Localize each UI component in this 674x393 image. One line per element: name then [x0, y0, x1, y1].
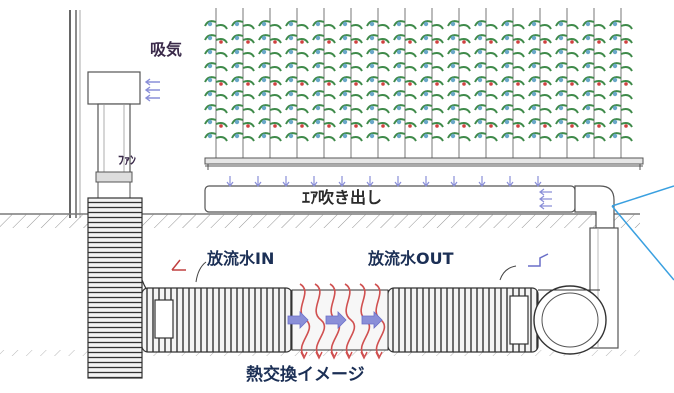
- plant: [501, 8, 525, 158]
- discharge-out-marker: [528, 253, 549, 267]
- plant: [366, 8, 390, 158]
- vertical-corrugated-pipe: [87, 197, 161, 379]
- plant: [393, 8, 417, 158]
- intake-arrows: [144, 78, 160, 102]
- plant: [312, 8, 336, 158]
- discharge-in-leader: [195, 261, 207, 283]
- plant: [339, 8, 363, 158]
- plant: [204, 8, 228, 158]
- discharge-in-label: 放流水IN: [207, 249, 275, 268]
- plant: [528, 8, 552, 158]
- fan-label: ﾌｧﾝ: [118, 153, 137, 167]
- intake-label: 吸気: [150, 40, 183, 59]
- flow-arrows: [287, 311, 383, 329]
- plant: [420, 8, 444, 158]
- discharge-out-label: 放流水OUT: [368, 249, 454, 268]
- plant: [555, 8, 579, 158]
- plant: [474, 8, 498, 158]
- tomato-plants: [204, 8, 633, 158]
- intake-duct: [87, 71, 141, 199]
- plant: [258, 8, 282, 158]
- plant: [582, 8, 606, 158]
- plant: [447, 8, 471, 158]
- discharge-out-leader: [499, 265, 517, 281]
- building-wall: [69, 10, 81, 218]
- air-outlet-label: ｴｱ吹き出し: [302, 188, 383, 207]
- discharge-in-marker: [171, 259, 186, 271]
- callout-line: [611, 185, 674, 281]
- air-outlet-pipe: [204, 185, 619, 349]
- plant: [231, 8, 255, 158]
- outlet-arrows: [226, 176, 552, 210]
- heat-exchange-label: 熱交換イメージ: [246, 365, 365, 385]
- plant: [285, 8, 309, 158]
- plant-bench: [204, 157, 644, 170]
- plant: [609, 8, 633, 158]
